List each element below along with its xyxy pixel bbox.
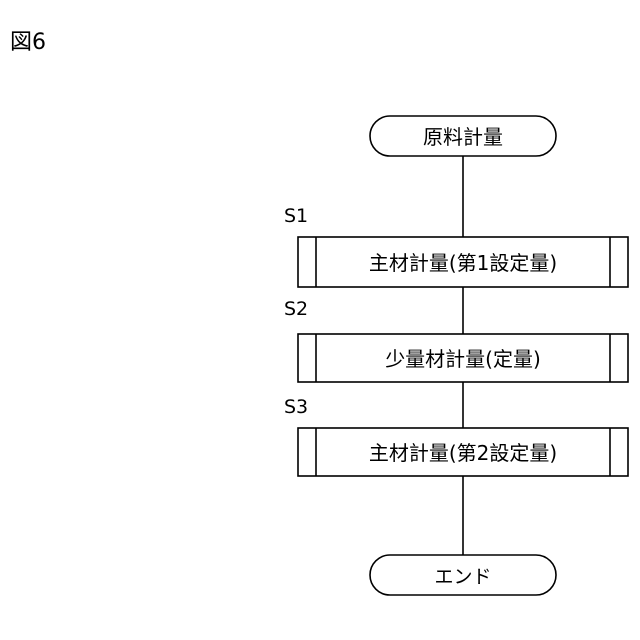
process-text-s1: 主材計量(第1設定量): [369, 251, 557, 275]
end-text: エンド: [434, 566, 491, 588]
process-text-s2: 少量材計量(定量): [385, 347, 541, 371]
process-text-s3: 主材計量(第2設定量): [369, 441, 557, 465]
start-text: 原料計量: [423, 125, 503, 149]
